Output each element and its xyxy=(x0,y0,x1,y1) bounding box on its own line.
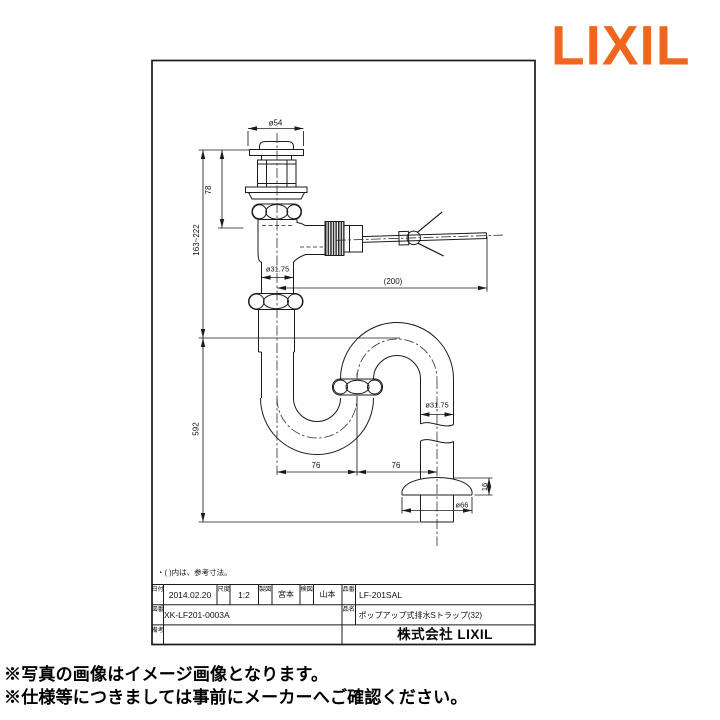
dim-200: (200) xyxy=(384,277,403,286)
lift-rod-assembly xyxy=(324,211,503,257)
reference-dimension-note: ・( )内は、参考寸法。 xyxy=(157,568,232,577)
title-block-checker-label: 検図 xyxy=(300,586,313,593)
pop-up-plug xyxy=(245,141,308,220)
title-block-drafter-label: 製図 xyxy=(259,586,272,593)
title-block-date: 2014.02.20 xyxy=(168,590,212,600)
lixil-logo: LIXIL xyxy=(551,13,691,77)
title-block-grid xyxy=(152,584,535,645)
company-name: 株式会社 LIXIL xyxy=(397,627,493,642)
title-block-scale: 1:2 xyxy=(238,590,250,600)
title-block-part-no-label: 品番 xyxy=(342,586,355,593)
title-block-name-label: 品名 xyxy=(342,606,355,613)
trap-body xyxy=(257,219,325,294)
s-trap xyxy=(260,322,454,455)
dim-76-right: 76 xyxy=(392,461,401,470)
dim-592: 592 xyxy=(192,422,201,436)
dim-163-222: 163~222 xyxy=(192,224,201,256)
dimension-lines xyxy=(198,126,493,523)
title-block-remarks-label: 備考 xyxy=(151,627,164,634)
dim-16: 16 xyxy=(480,483,489,491)
inlet-tube xyxy=(248,293,304,398)
title-block-part-no: LF-201SAL xyxy=(359,590,402,600)
wall-flange xyxy=(401,476,473,496)
dim-76-left: 76 xyxy=(312,461,321,470)
lift-rod xyxy=(336,211,503,257)
title-block-dwg-no: XK-LF201-0003A xyxy=(164,610,230,620)
disclaimer-line-1: ※写真の画像はイメージ画像となります。 xyxy=(4,665,329,684)
title-block-dwg-no-label: 図番 xyxy=(151,606,164,613)
title-block-product-name: ポップアップ式排水Sトラップ(32) xyxy=(358,610,483,620)
title-block-date-label: 日付 xyxy=(151,586,164,593)
title-block-scale-label: 尺度 xyxy=(217,586,230,593)
drawing-frame xyxy=(151,59,536,646)
dim-diameter-66: ø66 xyxy=(456,501,469,510)
title-block-drafter: 宮本 xyxy=(278,590,294,599)
dim-diameter-31-75-top: ø31.75 xyxy=(266,265,289,274)
disclaimer-line-2: ※仕様等につきましては事前にメーカーへご確認ください。 xyxy=(4,688,468,707)
centerlines xyxy=(276,133,438,546)
title-block-checker: 山本 xyxy=(319,590,336,599)
pipe-break-mark xyxy=(420,422,454,427)
dim-78: 78 xyxy=(204,185,213,194)
dim-diameter-31-75-outlet: ø31.75 xyxy=(425,401,448,410)
dim-diameter-54: ø54 xyxy=(269,119,283,128)
knurled-nut xyxy=(324,221,345,256)
